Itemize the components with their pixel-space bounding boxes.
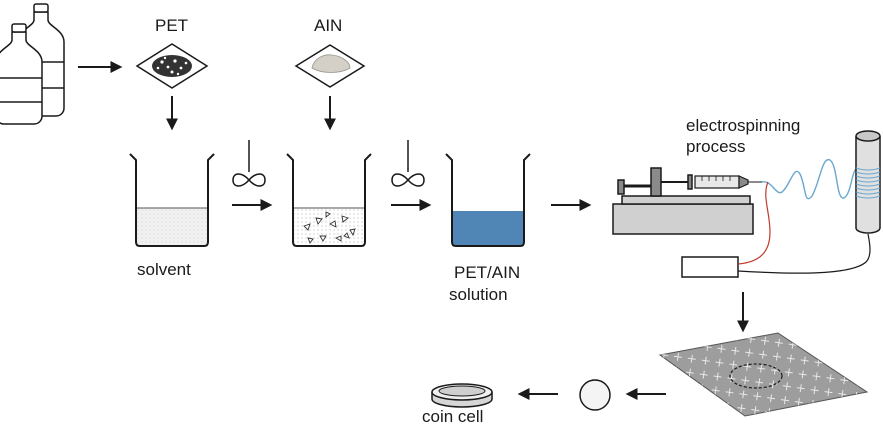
beaker-ain-dispersion [286, 153, 372, 247]
pet-ain-label-line1: PET/AIN [454, 263, 520, 282]
power-supply-icon [681, 256, 739, 278]
wire-red [737, 181, 771, 265]
spinning-fiber [761, 159, 859, 200]
syringe-icon [694, 175, 762, 189]
ain-label: AIN [314, 16, 342, 35]
collector-drum-icon [855, 130, 881, 234]
coin-cell-label: coin cell [422, 407, 483, 426]
solvent-label: solvent [137, 260, 191, 279]
disc-icon [579, 379, 611, 411]
ain-powder-icon [294, 44, 366, 88]
beaker-pet-ain-solution [445, 153, 531, 247]
pet-label: PET [155, 16, 188, 35]
electrospinning-stage [612, 167, 754, 235]
pet-ain-label-line2: solution [449, 285, 508, 304]
stirrer-icon [232, 140, 266, 187]
process-label-line2: process [686, 137, 746, 156]
process-label-line1: electrospinning [686, 116, 800, 135]
wire-ground [737, 233, 871, 274]
pet-flakes-icon [135, 43, 209, 89]
fiber-mat-icon [658, 332, 869, 417]
bottles-icon [0, 3, 65, 125]
stirrer-icon [391, 140, 425, 187]
coin-cell-icon [431, 383, 493, 408]
beaker-solvent [129, 153, 215, 247]
